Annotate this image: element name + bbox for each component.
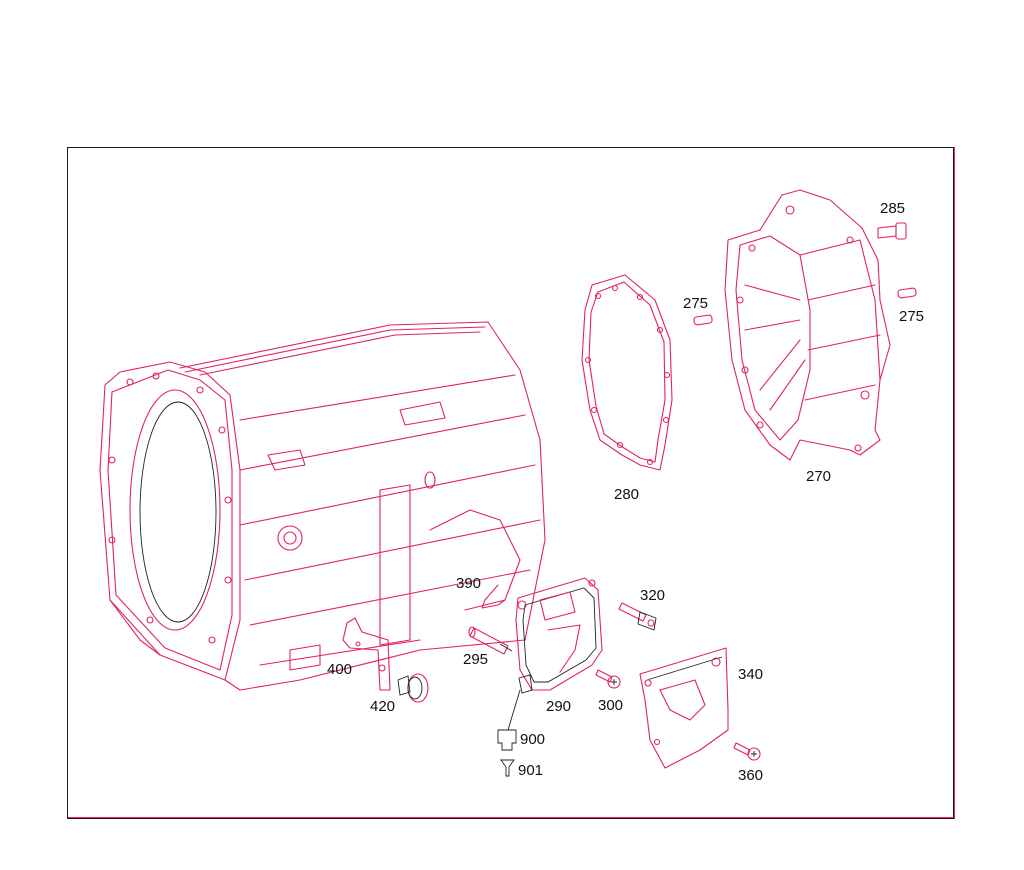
callout-420[interactable]: 420 (370, 698, 396, 715)
callout-280[interactable]: 280 (614, 486, 640, 503)
callout-275-left[interactable]: 275 (683, 295, 709, 312)
part-275-dowel-pin-left (693, 314, 713, 326)
callout-400[interactable]: 400 (327, 661, 353, 678)
part-400-bracket (342, 617, 391, 691)
callout-290[interactable]: 290 (546, 698, 572, 715)
callout-900[interactable]: 900 (520, 731, 546, 748)
callout-285[interactable]: 285 (880, 200, 906, 217)
part-285-bolt (877, 222, 907, 240)
callout-270[interactable]: 270 (806, 468, 832, 485)
callout-275-right[interactable]: 275 (899, 308, 925, 325)
part-280-gasket (581, 274, 673, 471)
part-275-dowel-pin-right (897, 287, 917, 299)
part-295-selector-shaft (468, 626, 513, 655)
part-901-connector-plug (500, 759, 515, 777)
callout-295[interactable]: 295 (463, 651, 489, 668)
transmission-main-housing (99, 321, 546, 691)
part-270-rear-housing (724, 189, 891, 461)
part-390-clip (481, 584, 506, 609)
callout-901[interactable]: 901 (518, 762, 544, 779)
callout-300[interactable]: 300 (598, 697, 624, 714)
callout-320[interactable]: 320 (640, 587, 666, 604)
part-300-torx-screw (595, 669, 621, 689)
callout-390[interactable]: 390 (456, 575, 482, 592)
part-360-torx-screw (733, 742, 761, 761)
part-290-module-cover (507, 577, 603, 731)
part-320-stud-bolt (618, 602, 657, 631)
part-340-cover-plate (639, 647, 729, 769)
diagram-frame (67, 147, 954, 819)
callout-340[interactable]: 340 (738, 666, 764, 683)
callout-360[interactable]: 360 (738, 767, 764, 784)
part-420-seal-ring (397, 673, 429, 703)
part-900-connector-sleeve (497, 729, 517, 751)
